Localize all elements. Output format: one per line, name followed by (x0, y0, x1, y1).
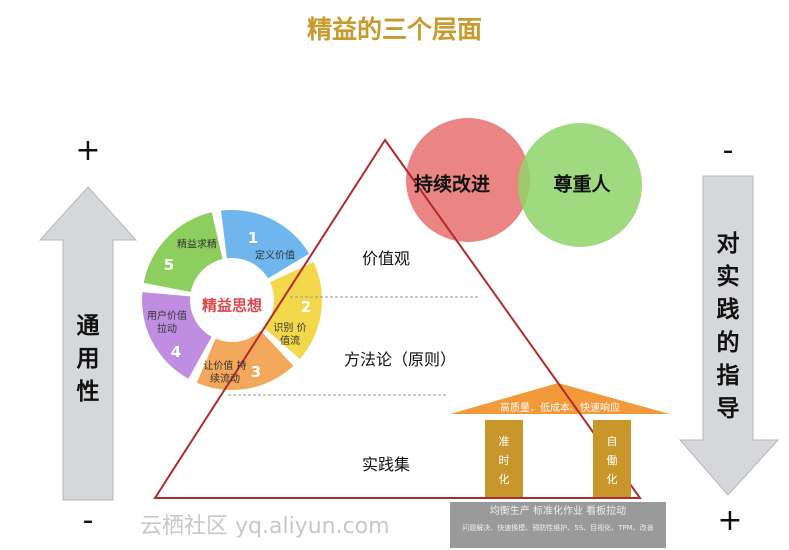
level-values: 价值观 (361, 249, 411, 268)
wheel-num-3: 3 (250, 363, 262, 381)
pyramid-triangle (153, 138, 642, 499)
wheel-segment-3 (196, 330, 294, 390)
wheel-label-2: 识别 价值流 (273, 323, 307, 347)
house-base-sub-label: 问题解决、快速换模、预防性维护、5S、目视化、TPM、改善 (462, 524, 654, 532)
left-top-plus: + (75, 133, 101, 168)
generality-label: 通用性 (76, 313, 100, 405)
wheel-label-5: 精益求精 (177, 239, 217, 251)
continuous-improvement-circle (406, 118, 530, 242)
wheel-segment-5 (143, 212, 223, 292)
wheel-num-1: 1 (247, 229, 259, 247)
wheel-num-5: 5 (163, 256, 175, 274)
right-top-minus: - (722, 133, 734, 168)
level-methodology: 方法论（原则） (343, 350, 457, 369)
wheel-segment-2 (263, 261, 322, 360)
house-base (450, 502, 666, 548)
wheel-num-2: 2 (300, 298, 312, 316)
right-bottom-plus: + (717, 503, 743, 538)
circle-label-improvement: 持续改进 (413, 173, 491, 196)
house-roof-label: 高质量、低成本、快速响应 (500, 403, 620, 414)
wheel-segment-1 (221, 210, 310, 279)
wheel-label-4: 用户价值 拉动 (147, 311, 187, 335)
house-base-label: 均衡生产 标准化作业 看板拉动 (489, 506, 627, 517)
up-arrow (38, 186, 138, 501)
wheel-label-1: 定义价值 (255, 250, 295, 262)
practice-guidance-label: 对实践的指导 (716, 231, 740, 422)
page-title: 精益的三个层面 (306, 15, 482, 44)
circle-label-respect: 尊重人 (553, 173, 611, 196)
wheel-segment-4 (142, 292, 212, 379)
pillar-jit: 准时化 (485, 420, 523, 497)
wheel-label-3: 让价值 持续流动 (203, 361, 247, 385)
level-practices: 实践集 (361, 455, 411, 474)
left-bottom-minus: - (82, 503, 94, 538)
wheel-center-label: 精益思想 (201, 296, 263, 315)
watermark: 云栖社区 yq.aliyun.com (140, 514, 390, 539)
wheel-num-4: 4 (170, 343, 182, 361)
house-roof (450, 383, 670, 414)
lean-thinking-wheel (142, 210, 322, 390)
down-arrow (678, 175, 780, 496)
pillar-jidoka: 自働化 (593, 420, 631, 497)
respect-people-circle (518, 123, 642, 247)
